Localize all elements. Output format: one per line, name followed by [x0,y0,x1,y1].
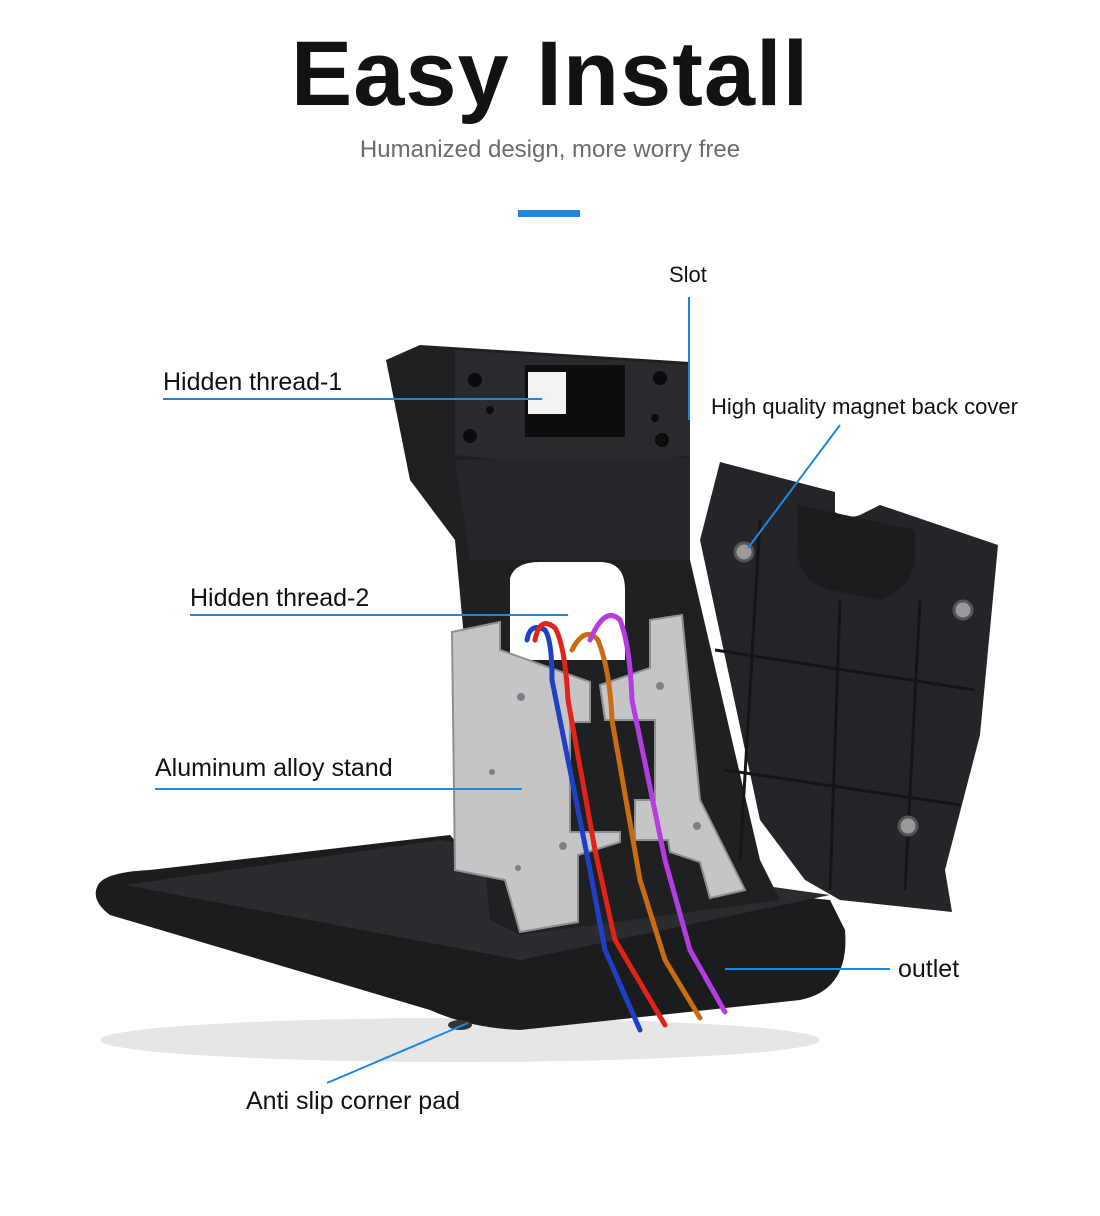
screw-hole [653,371,667,385]
page-title: Easy Install [290,23,810,125]
label-hidden-thread-1: Hidden thread-1 [163,368,343,396]
cable-orange [569,631,703,1021]
label-slot: Slot [669,262,707,287]
label-aluminum-alloy-stand: Aluminum alloy stand [155,754,393,782]
accent-divider [518,210,580,217]
screw-hole [651,414,659,422]
magnet-icon [952,599,974,621]
page-subtitle: Humanized design, more worry free [359,136,741,163]
slot-inner [528,372,566,414]
cable-purple [587,613,728,1015]
corner-pad [448,1020,472,1030]
cable-red [532,621,668,1028]
callout-lines [155,297,890,1084]
label-anti-slip-corner-pad: Anti slip corner pad [246,1087,461,1115]
label-outlet: outlet [898,955,960,983]
label-magnet-back-cover: High quality magnet back cover [711,394,1018,419]
aluminum-bracket-left [450,620,621,934]
back-cover-notch [797,505,915,600]
screw-hole [468,373,482,387]
upright-window [510,562,625,660]
magnet-icon [897,815,919,837]
screw-hole [655,433,669,447]
back-cover-ribs [714,519,976,891]
callout-line-corner-pad [326,1022,469,1084]
label-hidden-thread-2: Hidden thread-2 [190,584,370,612]
screw-hole [463,429,477,443]
screw-hole [486,406,494,414]
aluminum-bracket-right [598,613,747,900]
bracket-screws [489,682,701,871]
stand-upright-inner [455,458,690,560]
cable-bundle [524,613,728,1033]
cable-blue [524,625,643,1033]
callout-line-magnet [747,424,841,549]
